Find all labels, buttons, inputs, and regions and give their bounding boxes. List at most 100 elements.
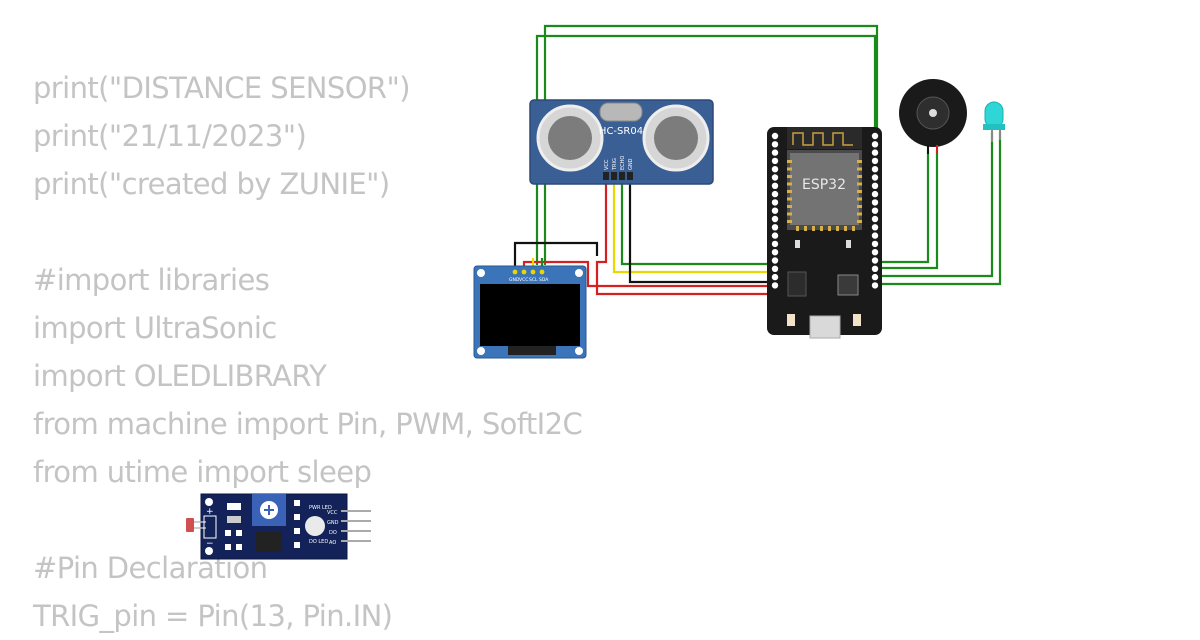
esp32-right-pin[interactable]: [871, 282, 879, 289]
esp32-board[interactable]: ESP32: [767, 127, 882, 339]
buzzer[interactable]: [899, 79, 967, 154]
esp32-right-pin[interactable]: [871, 149, 879, 156]
esp32-left-pin[interactable]: [771, 166, 779, 173]
esp32-module-pad: [857, 205, 862, 208]
ldr-pin-gnd: GND: [327, 520, 339, 526]
esp32-left-pin[interactable]: [771, 199, 779, 206]
wire-yellow-us-trig[interactable]: [612, 178, 772, 274]
ultrasonic-sensor[interactable]: HC-SR04 VCC TRIG ECHO GND: [529, 99, 714, 185]
esp32-module-pad: [796, 226, 799, 231]
esp32-left-pin[interactable]: [771, 157, 779, 165]
esp32-right-pin[interactable]: [871, 215, 879, 223]
esp32-right-pin[interactable]: [871, 224, 879, 231]
esp32-right-pin[interactable]: [871, 273, 879, 281]
esp32-right-pin[interactable]: [871, 199, 879, 206]
esp32-module-pad: [857, 212, 862, 216]
esp32-module-pad: [820, 226, 823, 231]
esp32-left-pin[interactable]: [771, 232, 779, 239]
esp32-right-pin[interactable]: [871, 174, 879, 181]
us-pin-vcc: VCC: [604, 159, 610, 170]
esp32-module-pad: [787, 220, 792, 223]
esp32-left-pin[interactable]: [771, 182, 779, 189]
code-line-8: from utime import sleep: [33, 455, 372, 489]
esp32-left-pin[interactable]: [771, 190, 779, 198]
esp32-right-pin[interactable]: [871, 257, 879, 264]
us-pin-trig: TRIG: [612, 158, 618, 171]
code-line-1: print("DISTANCE SENSOR"): [33, 71, 411, 105]
esp32-left-pin[interactable]: [771, 265, 779, 272]
code-line-2: print("21/11/2023"): [33, 119, 307, 153]
esp32-left-pin[interactable]: [771, 249, 779, 256]
esp32-module-pad: [857, 175, 862, 178]
esp32-module-pad: [787, 205, 792, 208]
ultrasonic-label: HC-SR04: [599, 126, 643, 137]
esp32-right-pin[interactable]: [871, 265, 879, 272]
esp32-right-pin[interactable]: [871, 190, 879, 198]
ldr-sensor-module[interactable]: + − PWR LED DO LED VCC GND DO AO: [186, 493, 371, 560]
esp32-right-pin[interactable]: [871, 182, 879, 189]
esp32-module-pad: [836, 226, 839, 231]
wire-green-buzzer-2[interactable]: [876, 150, 939, 270]
esp32-module-pad: [787, 182, 792, 186]
code-line-4: #import libraries: [33, 263, 270, 297]
esp32-left-pin[interactable]: [771, 215, 779, 223]
esp32-right-pin[interactable]: [871, 141, 879, 148]
esp32-module-pad: [857, 190, 862, 193]
ldr-plus-label: +: [206, 507, 214, 517]
esp32-module-pad: [852, 226, 855, 231]
esp32-module-pad: [828, 226, 831, 231]
code-line-6: import OLEDLIBRARY: [33, 359, 327, 393]
wire-black-us-gnd[interactable]: [628, 178, 772, 284]
esp32-header-pins: [771, 132, 879, 289]
wire-black-oled-gnd[interactable]: [513, 241, 599, 270]
esp32-module-pad: [857, 160, 862, 163]
oled-display[interactable]: GND VCC SCL SDA: [473, 265, 587, 359]
esp32-left-pin[interactable]: [771, 141, 779, 148]
esp32-module-pad: [857, 167, 862, 171]
esp32-right-pin[interactable]: [871, 240, 879, 248]
esp32-left-pin[interactable]: [771, 257, 779, 264]
esp32-left-pin[interactable]: [771, 149, 779, 156]
esp32-module-pad: [787, 197, 792, 201]
ldr-pin-vcc: VCC: [327, 510, 338, 516]
ldr-pin-ao: AO: [329, 540, 336, 546]
esp32-module-pad: [787, 190, 792, 193]
code-line-3: print("created by ZUNIE"): [33, 167, 390, 201]
esp32-right-pin[interactable]: [871, 207, 879, 214]
esp32-left-pin[interactable]: [771, 174, 779, 181]
esp32-label: ESP32: [802, 177, 846, 193]
esp32-right-pin[interactable]: [871, 249, 879, 256]
esp32-left-pin[interactable]: [771, 240, 779, 248]
esp32-left-pin[interactable]: [771, 273, 779, 281]
esp32-left-pin[interactable]: [771, 207, 779, 214]
esp32-module-pad: [787, 167, 792, 171]
led[interactable]: [983, 101, 1005, 142]
ldr-do-led-label: DO LED: [309, 539, 328, 545]
oled-pin-vcc: VCC: [519, 277, 528, 283]
esp32-left-pin[interactable]: [771, 224, 779, 231]
esp32-right-pin[interactable]: [871, 232, 879, 239]
code-line-10: TRIG_pin = Pin(13, Pin.IN): [33, 599, 393, 633]
esp32-module-pad: [787, 160, 792, 163]
wire-green-led-2[interactable]: [876, 132, 1002, 286]
esp32-right-pin[interactable]: [871, 157, 879, 165]
esp32-module-pads: [787, 160, 862, 231]
oled-pin-scl: SCL: [529, 277, 538, 283]
wire-green-us-echo[interactable]: [620, 178, 772, 266]
us-pin-gnd: GND: [628, 158, 634, 170]
ldr-pwr-led-label: PWR LED: [309, 505, 332, 511]
wire-red-us-vcc[interactable]: [595, 178, 772, 296]
wire-green-led-1[interactable]: [876, 132, 994, 278]
esp32-right-pin[interactable]: [871, 166, 879, 173]
esp32-module-pad: [857, 197, 862, 201]
code-line-5: import UltraSonic: [33, 311, 277, 345]
esp32-left-pin[interactable]: [771, 132, 779, 140]
wire-green-buzzer-1[interactable]: [876, 150, 930, 264]
esp32-module-pad: [804, 226, 807, 231]
esp32-module-pad: [857, 220, 862, 223]
esp32-right-pin[interactable]: [871, 132, 879, 140]
esp32-module-pad: [787, 212, 792, 216]
esp32-left-pin[interactable]: [771, 282, 779, 289]
wire-red-oled-vcc[interactable]: [522, 260, 772, 288]
